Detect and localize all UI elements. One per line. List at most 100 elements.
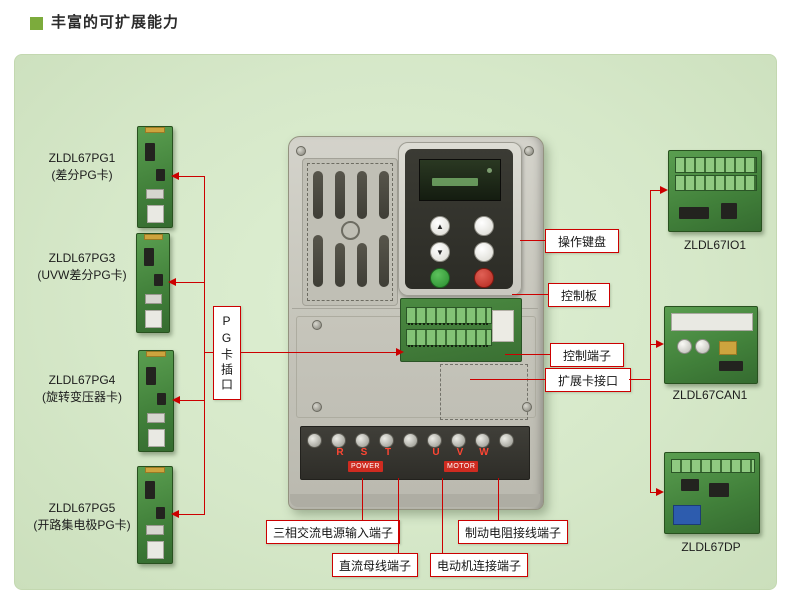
terminal-screw [475,433,490,448]
vent-slot [313,171,323,219]
lcd-display [419,159,501,201]
section-bullet-icon [30,17,43,30]
pg-slot-callout: PG卡插口 [213,306,241,400]
terminal-screw [403,433,418,448]
vent-slot [335,171,345,219]
arrow-right-icon [396,348,404,356]
connector-line [362,478,363,520]
card-connector [148,429,165,447]
stop-button [474,268,494,288]
connector-line [179,514,204,515]
callout-control-terminals: 控制端子 [550,343,624,367]
card-blue-connector [673,505,701,525]
vent-slot [357,243,367,287]
card-component [145,294,162,304]
pg5-label: ZLDL67PG5 (开路集电极PG卡) [14,500,150,534]
connector-line [650,190,651,493]
drive-screw [522,402,532,412]
terminal-screw [355,433,370,448]
connector-line [204,176,205,515]
arrow-right-icon [656,488,664,496]
callout-control-board: 控制板 [548,283,610,307]
pcb-card-pg3-image [136,233,170,333]
arrow-left-icon [171,510,179,518]
pcb-card-can1-image [664,306,758,384]
pg1-desc: (差分PG卡) [51,168,113,182]
connector-line [650,344,656,345]
section-title: 丰富的可扩展能力 [51,14,180,31]
knockout-ring [341,221,360,240]
power-terminal-block: R S T U V W POWER MOTOR [300,426,530,480]
card-edge-connector [145,127,165,133]
callout-brake-terminals: 制动电阻接线端子 [458,520,568,544]
keypad-down-button: ▼ [430,242,450,262]
card-edge-connector [144,234,163,240]
pg3-desc: (UVW差分PG卡) [37,268,127,282]
card-chip [721,203,737,219]
card-chip [157,393,166,405]
connector-line [180,400,204,401]
card-chip [156,507,165,519]
connector-line [512,294,548,295]
control-board [400,298,522,362]
vent-grille [302,158,398,306]
pcb-card-pg5-image [137,466,173,564]
card-chip [681,479,699,491]
card-chip [154,274,163,286]
arrow-left-icon [168,278,176,286]
pg5-model: ZLDL67PG5 [48,501,116,515]
callout-expansion-port: 扩展卡接口 [545,368,631,392]
motor-tag: MOTOR [444,461,479,472]
card-terminal-strip [675,157,757,173]
dp-label: ZLDL67DP [681,540,741,554]
callout-motor-terminals: 电动机连接端子 [430,553,528,577]
connector-line [179,176,204,177]
terminal-screw [451,433,466,448]
power-tag: POWER [348,461,383,472]
connector-line [204,352,213,353]
io1-label: ZLDL67IO1 [683,238,747,252]
card-connector [671,313,753,331]
pg4-desc: (旋转变压器卡) [42,390,122,404]
drive-screw [312,402,322,412]
control-terminal-row [406,307,492,324]
pg1-label: ZLDL67PG1 (差分PG卡) [14,150,150,184]
keypad-function-button [474,216,494,236]
connector-line [520,240,545,241]
callout-dc-bus: 直流母线端子 [332,553,418,577]
vent-slot [357,171,367,219]
vent-slot [379,171,389,219]
vent-slot [313,235,323,287]
connector-line [629,379,650,380]
connector-line [498,478,499,520]
vent-slot [379,235,389,287]
callout-keypad: 操作键盘 [545,229,619,253]
card-terminal-strip [675,175,757,191]
run-button [430,268,450,288]
down-arrow-icon: ▼ [436,247,444,257]
keypad-enter-button [474,242,494,262]
lcd-indicator-dot [487,168,492,173]
arrow-left-icon [171,172,179,180]
card-edge-connector [146,351,166,357]
pcb-card-pg4-image [138,350,174,452]
callout-power-input: 三相交流电源输入端子 [266,520,400,544]
expansion-connector [492,310,514,342]
card-terminal-strip [671,459,755,473]
terminal-screw [379,433,394,448]
vent-slot [335,243,345,287]
terminal-screw [427,433,442,448]
card-edge-connector [145,467,165,473]
terminal-letter-t: T [384,447,392,458]
card-chip [156,169,165,181]
card-chip [146,367,156,385]
pg3-model: ZLDL67PG3 [48,251,116,265]
pg4-model: ZLDL67PG4 [48,373,116,387]
card-chip [679,207,709,219]
drive-screw [524,146,534,156]
card-chip [144,248,154,266]
card-chip [145,143,155,161]
keypad-up-button: ▲ [430,216,450,236]
terminal-letter-w: W [479,447,489,458]
